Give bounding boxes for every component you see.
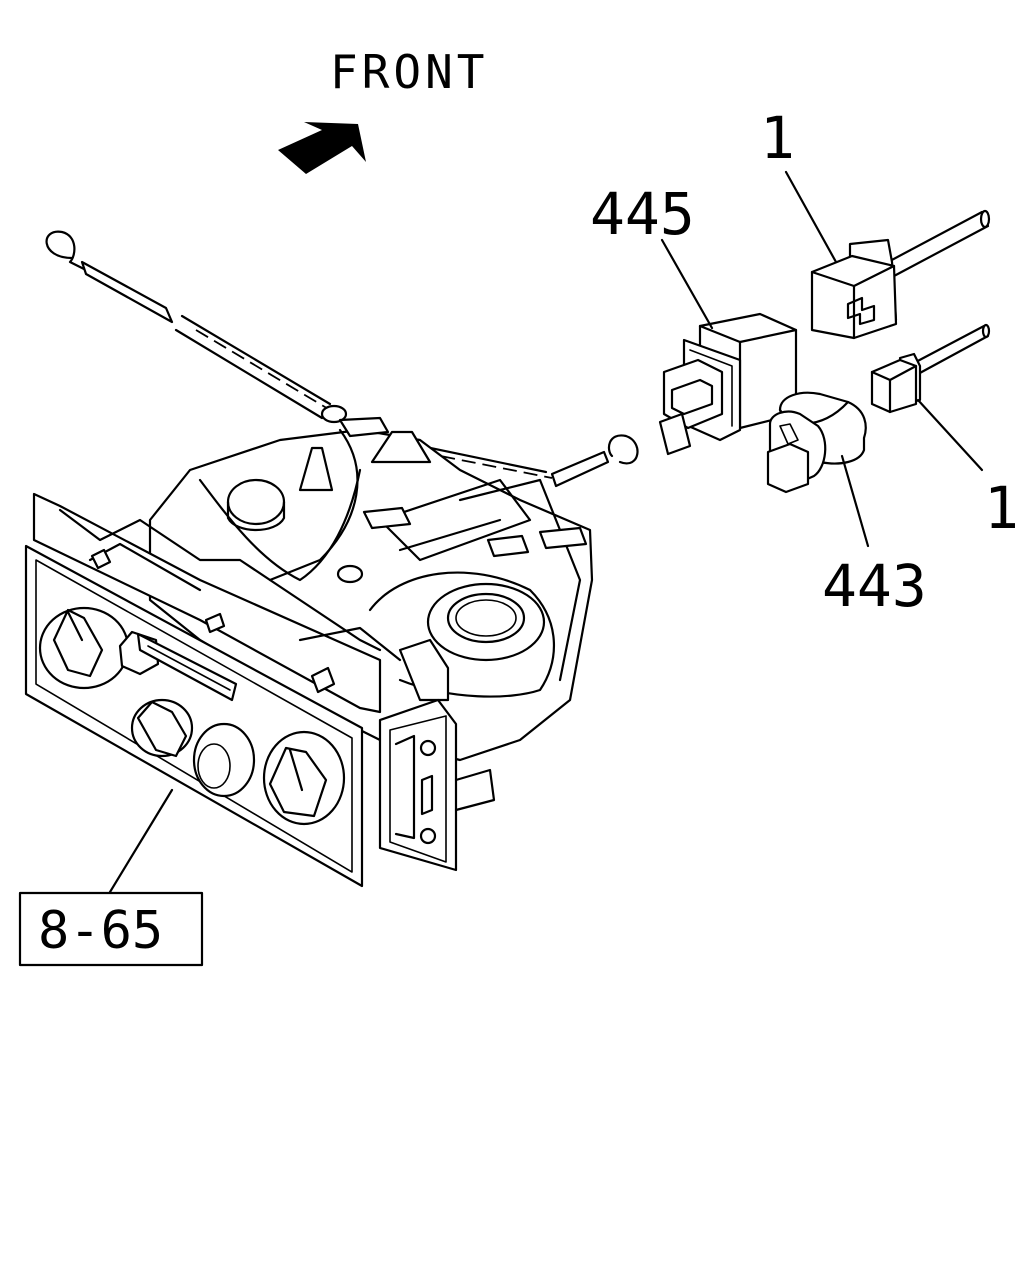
callout-1-upper: 1 (760, 104, 795, 172)
relay-443 (766, 391, 867, 494)
reference-label: 8-65 (38, 901, 163, 961)
leader-1-upper (784, 170, 838, 264)
leader-443 (840, 454, 870, 548)
callout-1-lower: 1 (984, 474, 1019, 542)
front-label: FRONT (330, 45, 488, 99)
leader-1-lower (916, 398, 984, 472)
relay-445 (658, 312, 798, 456)
leader-445 (660, 238, 714, 330)
arrow-up-right-icon (278, 122, 366, 174)
reference-box: 8-65 (18, 788, 204, 967)
heater-control-unit (24, 416, 594, 888)
callout-445: 445 (590, 180, 695, 248)
control-cable-left (45, 230, 348, 424)
connector-1-upper (810, 209, 991, 340)
connector-1-lower (870, 323, 991, 414)
callout-443: 443 (822, 552, 927, 620)
